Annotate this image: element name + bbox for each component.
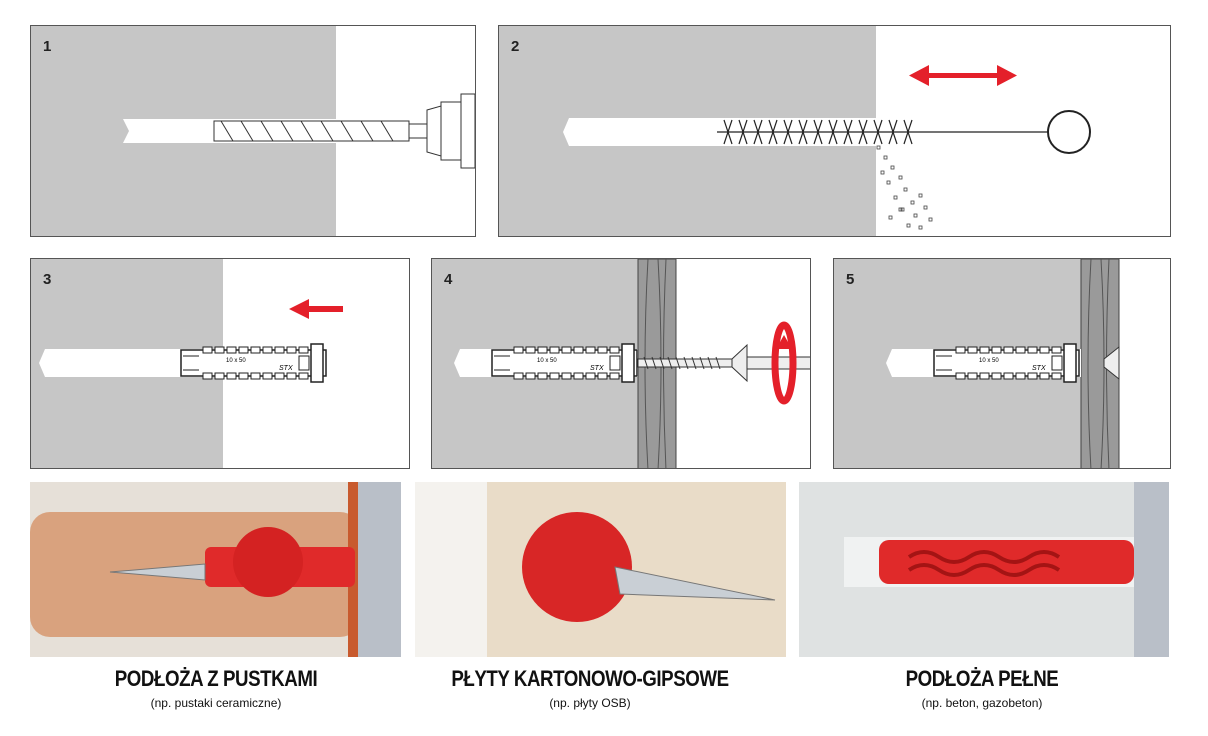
screw-in-illustration: 10 x 50 STX: [432, 259, 810, 468]
step-4-panel: 4 10 x 50 STX: [431, 258, 811, 469]
mounted-illustration: 10 x 50 STX: [834, 259, 1120, 468]
caption-drywall: PŁYTY KARTONOWO-GIPSOWE (np. płyty OSB): [400, 666, 780, 710]
rotate-arrow-icon: [771, 321, 797, 405]
cleaning-illustration: [499, 26, 1091, 236]
step-number: 4: [444, 271, 453, 288]
left-arrow-icon: [289, 299, 343, 319]
dust-particles: [876, 145, 933, 230]
dowel-size-label: 10 x 50: [226, 358, 246, 364]
caption-subtitle: (np. płyty OSB): [549, 696, 631, 710]
caption-hollow: PODŁOŻA Z PUSTKAMI (np. pustaki ceramicz…: [26, 666, 406, 710]
step-number: 2: [511, 38, 520, 55]
step-number: 1: [43, 38, 52, 55]
caption-title: PŁYTY KARTONOWO-GIPSOWE: [451, 666, 729, 691]
step-2-panel: 2: [498, 25, 1171, 237]
dowel-size-label: 10 x 50: [537, 358, 557, 364]
caption-title: PODŁOŻA PEŁNE: [905, 666, 1059, 691]
photo-drywall: [415, 482, 786, 657]
dowel-brand-label: STX: [1032, 365, 1046, 372]
photo-hollow-substrate: [30, 482, 401, 657]
drill-illustration: [31, 26, 475, 236]
brush-icon: [717, 110, 1091, 154]
double-arrow-icon: [909, 65, 1017, 86]
dowel-icon: 10 x 50 STX: [933, 343, 1080, 383]
drill-bit-icon: [213, 93, 475, 169]
dowel-brand-label: STX: [279, 365, 293, 372]
step-3-panel: 3 10 x 50 STX: [30, 258, 410, 469]
step-number: 3: [43, 271, 52, 288]
caption-solid: PODŁOŻA PEŁNE (np. beton, gazobeton): [792, 666, 1172, 710]
dowel-brand-label: STX: [590, 365, 604, 372]
caption-subtitle: (np. beton, gazobeton): [921, 696, 1043, 710]
step-5-panel: 5 10 x 50 STX: [833, 258, 1171, 469]
caption-subtitle: (np. pustaki ceramiczne): [150, 696, 282, 710]
caption-title: PODŁOŻA Z PUSTKAMI: [114, 666, 318, 691]
dowel-size-label: 10 x 50: [979, 358, 999, 364]
dowel-icon: 10 x 50 STX: [491, 343, 638, 383]
dowel-icon: 10 x 50 STX: [180, 343, 327, 383]
step-1-panel: 1: [30, 25, 476, 237]
step-number: 5: [846, 271, 855, 288]
insert-illustration: 10 x 50 STX: [31, 259, 343, 468]
photo-solid-substrate: [799, 482, 1169, 657]
